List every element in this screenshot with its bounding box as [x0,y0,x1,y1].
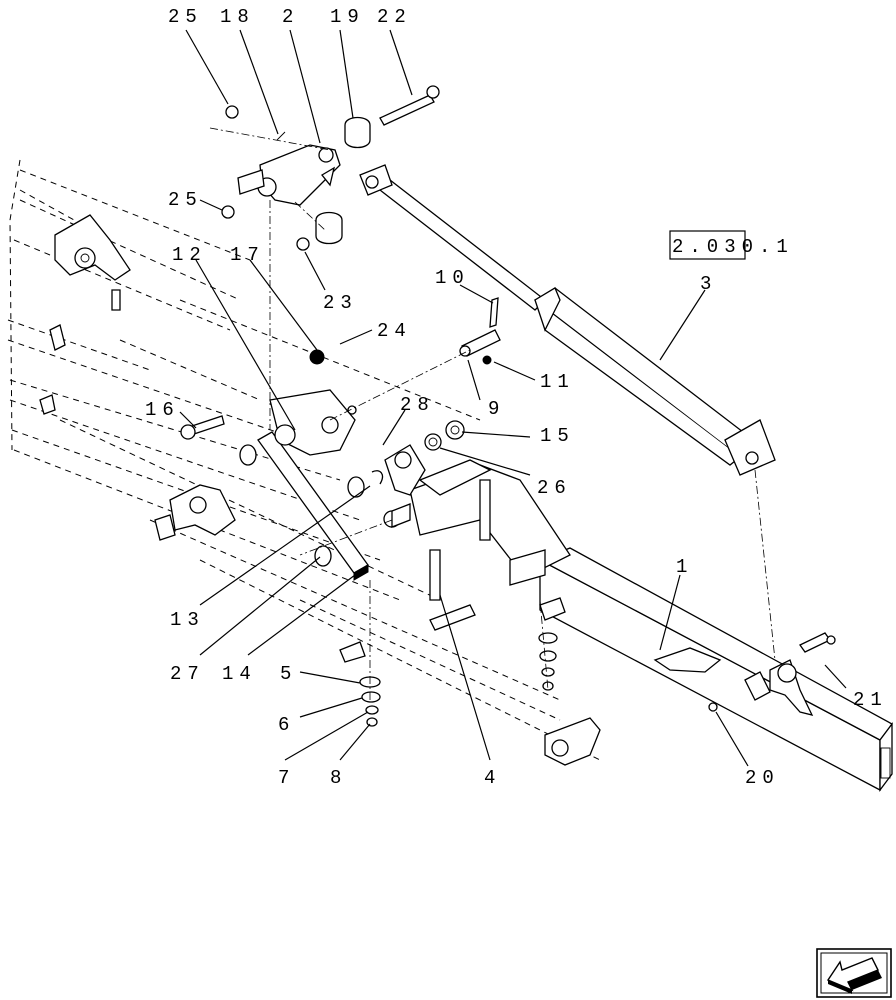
washer-stack-left [339,641,381,727]
callout-13: 13 [170,609,205,631]
callout-22: 22 [377,6,412,28]
clevis-pin [309,297,501,365]
callout-1: 1 [676,556,693,578]
link-bar [239,431,369,581]
callout-7: 7 [278,767,295,789]
callout-10: 10 [435,267,470,289]
callout-28: 28 [400,394,435,416]
hydraulic-cylinder-part-3 [359,164,776,476]
tube-end-clevis [769,632,836,716]
callout-12: 12 [172,244,207,266]
callout-20: 20 [745,767,780,789]
leader-lines [179,29,847,767]
bottom-hinge-bracket [544,717,601,766]
reference-callout: 2.030.1 [669,230,794,260]
callout-11: 11 [540,371,575,393]
callout-25: 25 [168,6,203,28]
callout-14: 14 [222,663,257,685]
callout-9: 9 [488,398,505,420]
assembly-centerlines [209,127,776,700]
callout-17: 17 [230,244,265,266]
callout-4: 4 [484,767,501,789]
main-tube-part-1 [538,547,893,792]
center-link-plate [180,389,357,456]
cylinder-top-bracket [221,85,440,251]
reference-label: 2.030.1 [672,236,794,258]
callout-3: 3 [700,273,717,295]
callout-24: 24 [377,320,412,342]
callout-8: 8 [330,767,347,789]
callout-2: 2 [282,6,299,28]
callout-18: 18 [220,6,255,28]
callout-19: 19 [330,6,365,28]
left-hinge-bracket [49,214,131,351]
callout-6: 6 [278,714,295,736]
callout-26: 26 [537,477,572,499]
callout-16: 16 [145,399,180,421]
pivot-arm [371,420,465,496]
center-mount-bracket [383,459,571,631]
callout-labels: 25 18 2 19 22 25 12 17 23 24 10 11 3 9 2… [145,6,888,789]
washer-stack-right [538,632,558,691]
callout-15: 15 [540,425,575,447]
callout-25-lower: 25 [168,189,203,211]
callout-21: 21 [853,689,888,711]
back-arrow-icon[interactable] [816,948,892,998]
callout-5: 5 [280,663,297,685]
left-lower-bracket [39,394,236,541]
callout-23: 23 [323,292,358,314]
callout-27: 27 [170,663,205,685]
